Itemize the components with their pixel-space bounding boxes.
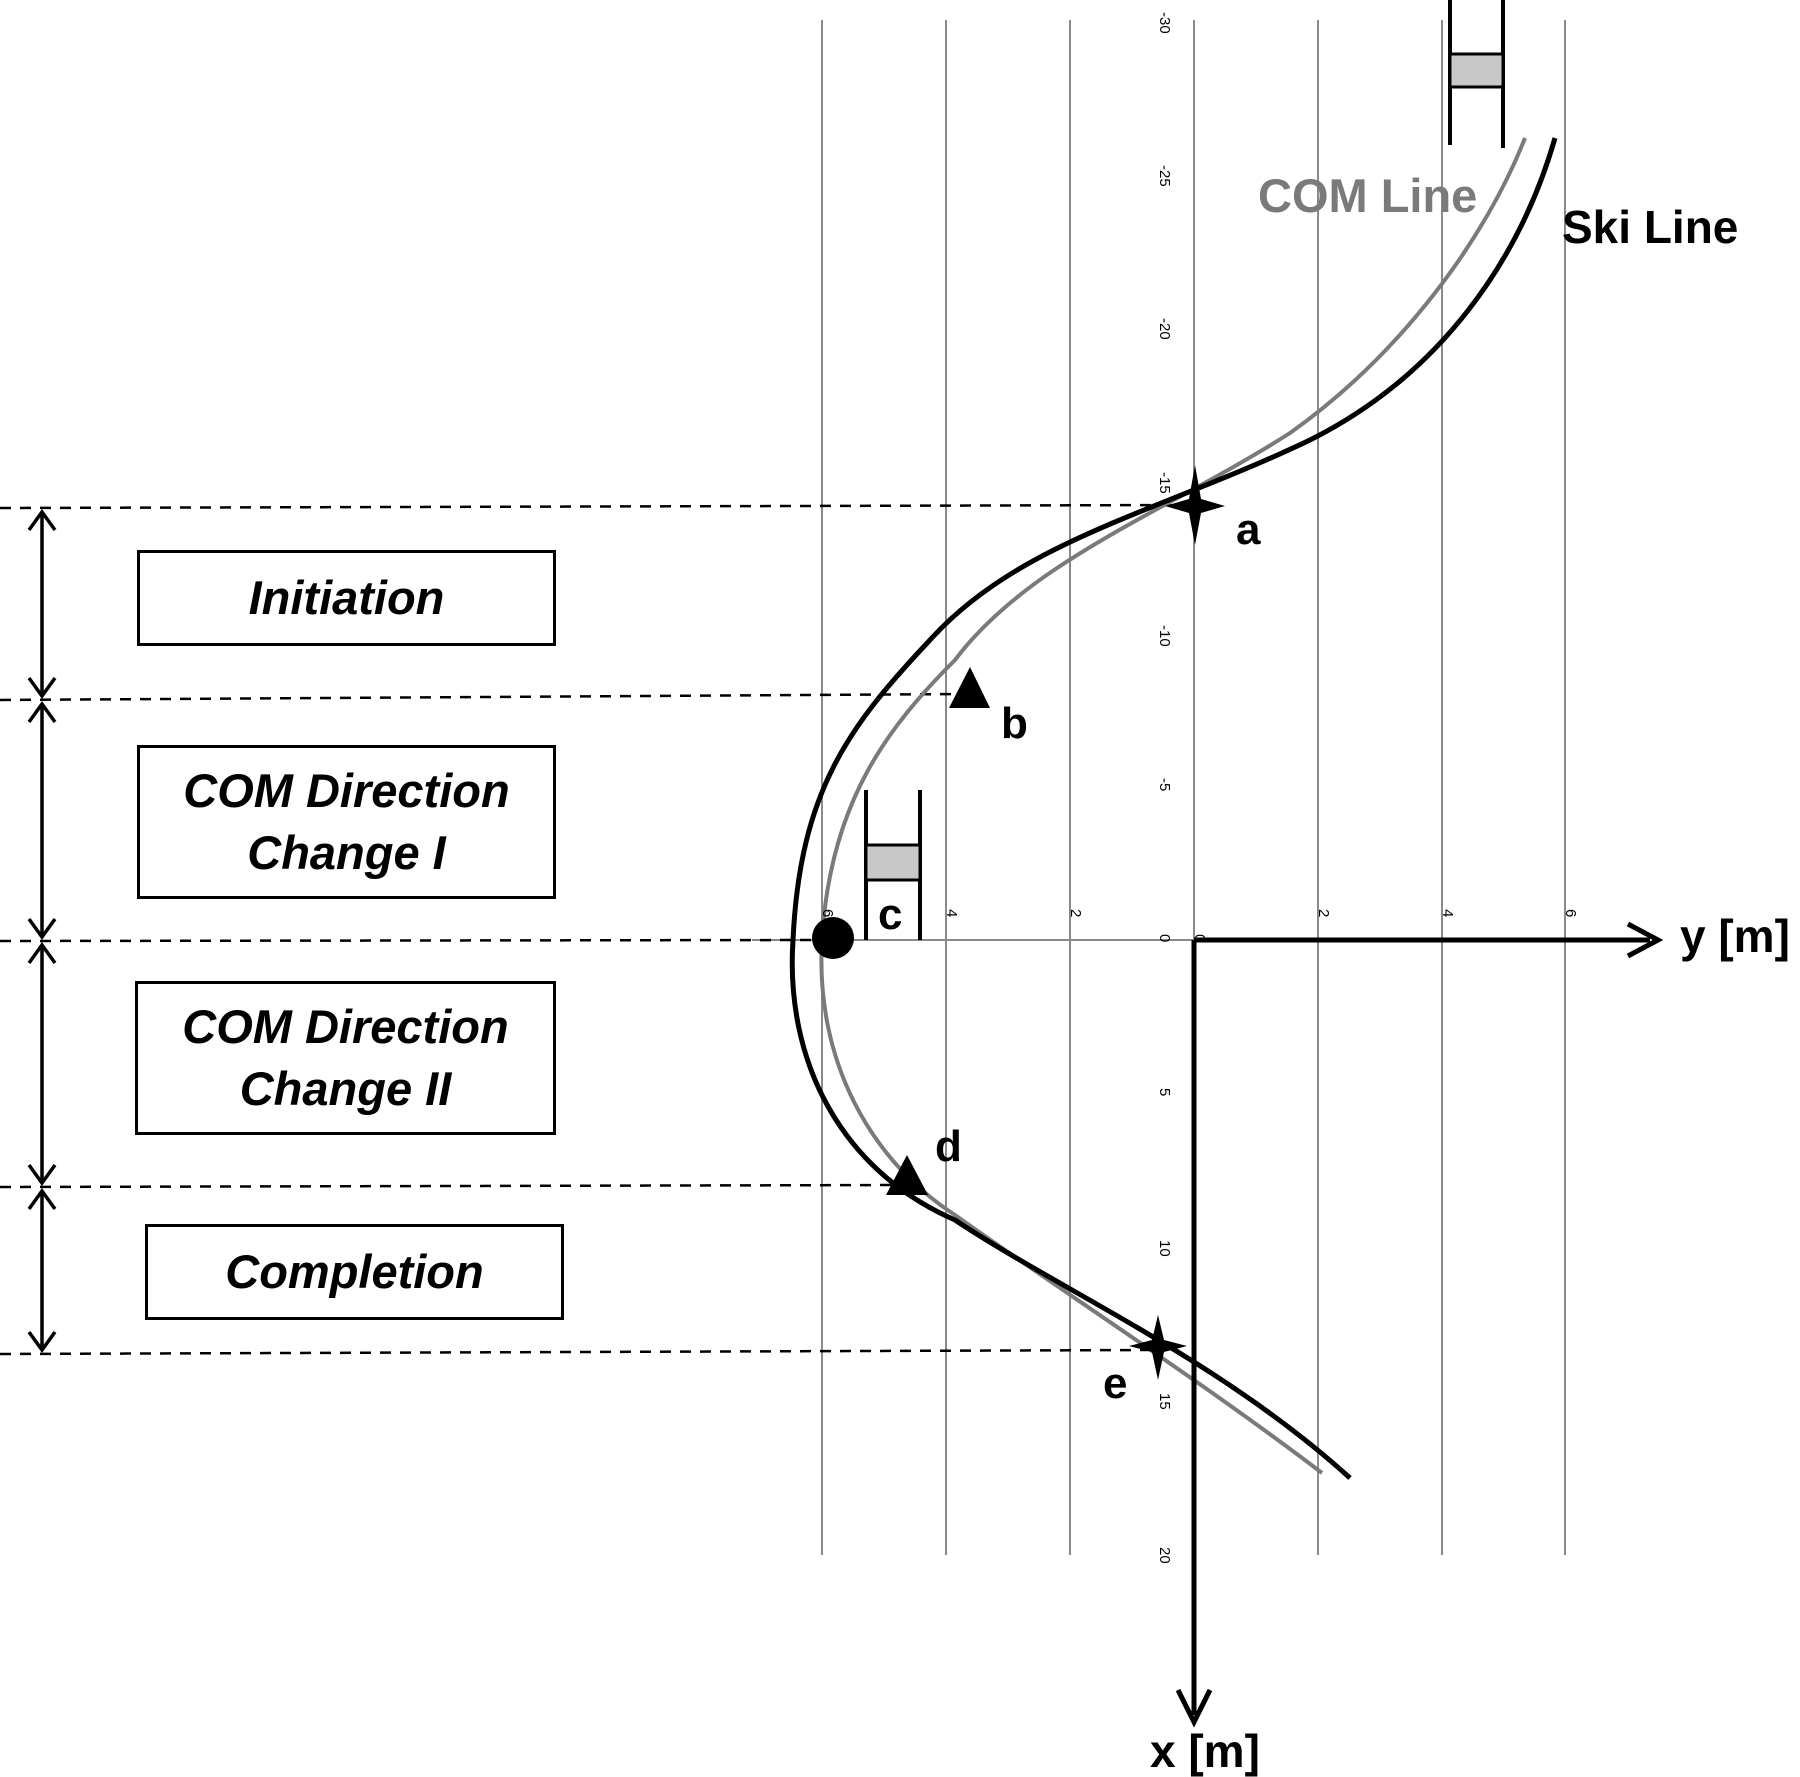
phase-boundaries [0,503,1189,1356]
ski-line [789,137,1558,1480]
point-e-marker [1129,1315,1187,1380]
x-tick-label: 20 [1156,1547,1173,1564]
y-axis-arrowhead [1626,921,1664,959]
point-a-marker [1165,465,1225,545]
boundary-initiation-start [0,503,1189,510]
x-tick-label: -20 [1156,318,1173,340]
phase-arrows [27,509,57,1353]
phase-com-change-1-line1: COM Direction [183,764,510,817]
y-tick-label: 2 [1067,909,1084,918]
phase-completion-box: Completion [145,1224,564,1320]
point-a-label: a [1236,505,1261,554]
y-tick-label: 2 [1315,909,1332,918]
x-tick-label: -30 [1156,12,1173,34]
point-e-label: e [1103,1359,1128,1408]
x-tick-label: -10 [1156,625,1173,647]
phase-initiation-label: Initiation [248,571,445,624]
boundary-direction-change [0,938,826,943]
y-tick-label: 6 [1562,909,1579,918]
ski-line-label: Ski Line [1562,201,1739,253]
gate-top [1448,0,1505,148]
x-tick-label: 15 [1156,1393,1173,1410]
phase-completion-label: Completion [225,1245,484,1298]
gate-middle [864,790,922,940]
boundary-completion-end [0,1348,1153,1356]
x-tick-label: 0 [1156,934,1173,943]
point-d-marker [886,1155,928,1195]
x-tick-label: -25 [1156,165,1173,187]
phase-com-change-2-line1: COM Direction [182,1000,509,1053]
phase-com-change-1-line2: Change I [247,826,446,879]
x-tick-label: 10 [1156,1240,1173,1257]
x-axis-label: x [m] [1150,1725,1260,1777]
arrow-com-change-2 [27,942,57,1186]
x-tick-label: -15 [1156,472,1173,494]
point-c-label: c [878,890,903,939]
y-tick-label: 6 [819,909,836,918]
y-axis-label: y [m] [1680,910,1790,962]
x-tick-label: -5 [1156,778,1173,792]
arrow-completion [27,1188,57,1353]
com-line-label: COM Line [1258,169,1478,222]
arrow-com-change-1 [27,701,57,940]
phase-com-change-2-line2: Change II [239,1062,452,1115]
x-tick-label: 5 [1156,1088,1173,1097]
com-line [819,137,1527,1475]
boundary-initiation-end [0,692,971,702]
point-b-label: b [1001,699,1028,748]
point-b-marker [949,667,990,708]
arrow-initiation [27,509,57,699]
grid-lines [752,20,1566,1555]
y-tick-label: 4 [1439,909,1456,918]
point-c-marker [812,917,854,959]
point-d-label: d [935,1122,962,1171]
y-tick-label: 4 [943,909,960,918]
phase-com-change-1-box: COM Direction Change I [137,745,556,899]
x-axis-arrowhead [1175,1688,1213,1728]
axes [1175,921,1664,1728]
y-tick-label: 0 [1191,934,1208,943]
boundary-completion-start [0,1183,906,1189]
phase-com-change-2-box: COM Direction Change II [135,981,556,1135]
phase-initiation-box: Initiation [137,550,556,646]
